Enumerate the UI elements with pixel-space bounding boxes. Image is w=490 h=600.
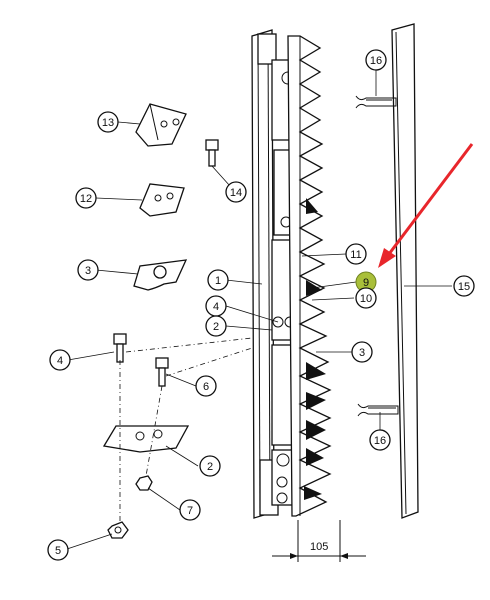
callout-11-label: 11 (350, 249, 361, 261)
callout-6-label: 6 (203, 381, 209, 393)
callout-3-right-label: 3 (359, 347, 365, 359)
callout-3-left-label: 3 (85, 265, 91, 277)
callout-7-label: 7 (187, 505, 193, 517)
callout-12: 12 (75, 187, 97, 209)
callout-10-label: 10 (360, 293, 372, 305)
callout-4-upper: 4 (205, 295, 227, 317)
dimension-label: 105 (310, 541, 328, 553)
red-arrow (378, 143, 474, 268)
nut-5 (107, 521, 129, 539)
knife-sections (287, 35, 332, 517)
callout-2-upper: 2 (205, 315, 227, 337)
callout-4-lower-label: 4 (57, 355, 63, 367)
callout-1-label: 1 (215, 275, 221, 287)
callout-3-left: 3 (77, 259, 99, 281)
bolt-4 (113, 333, 127, 363)
callout-2-upper-label: 2 (213, 321, 219, 333)
clamp-3 (133, 259, 188, 291)
callout-15: 15 (453, 275, 475, 297)
callout-6: 6 (195, 375, 217, 397)
callout-16-upper: 16 (365, 49, 387, 71)
bolt-6 (155, 357, 169, 387)
callout-16-lower: 16 (369, 429, 391, 451)
callout-7: 7 (179, 499, 201, 521)
dimension-105 (272, 520, 366, 562)
callout-4-lower: 4 (49, 349, 71, 371)
callout-14-label: 14 (230, 187, 242, 199)
callout-3-right: 3 (351, 341, 373, 363)
bracket-13 (135, 103, 187, 147)
nut-7 (135, 475, 153, 491)
callout-1: 1 (207, 269, 229, 291)
callout-4-upper-label: 4 (213, 301, 219, 313)
callout-14: 14 (225, 181, 247, 203)
plate-2 (102, 425, 190, 453)
alignment-lines (119, 337, 253, 522)
callout-9-label: 9 (363, 277, 369, 289)
spring-clip-lower (357, 403, 399, 417)
callout-13-label: 13 (102, 117, 114, 129)
callout-5-label: 5 (55, 545, 61, 557)
callout-11: 11 (345, 243, 367, 265)
callout-13: 13 (97, 111, 119, 133)
guard-bar (391, 23, 419, 519)
callout-16-lower-label: 16 (374, 435, 386, 447)
callout-10: 10 (355, 287, 377, 309)
spring-clip-upper (355, 95, 397, 109)
knife-back-bar (251, 29, 279, 519)
leader-lines (63, 68, 452, 551)
callout-2-lower-label: 2 (207, 461, 213, 473)
callout-2-lower: 2 (199, 455, 221, 477)
callout-15-label: 15 (458, 281, 470, 293)
callout-5: 5 (47, 539, 69, 561)
callout-12-label: 12 (80, 193, 92, 205)
bolt-14 (205, 139, 219, 167)
bracket-12 (139, 183, 185, 217)
callout-16-upper-label: 16 (370, 55, 382, 67)
